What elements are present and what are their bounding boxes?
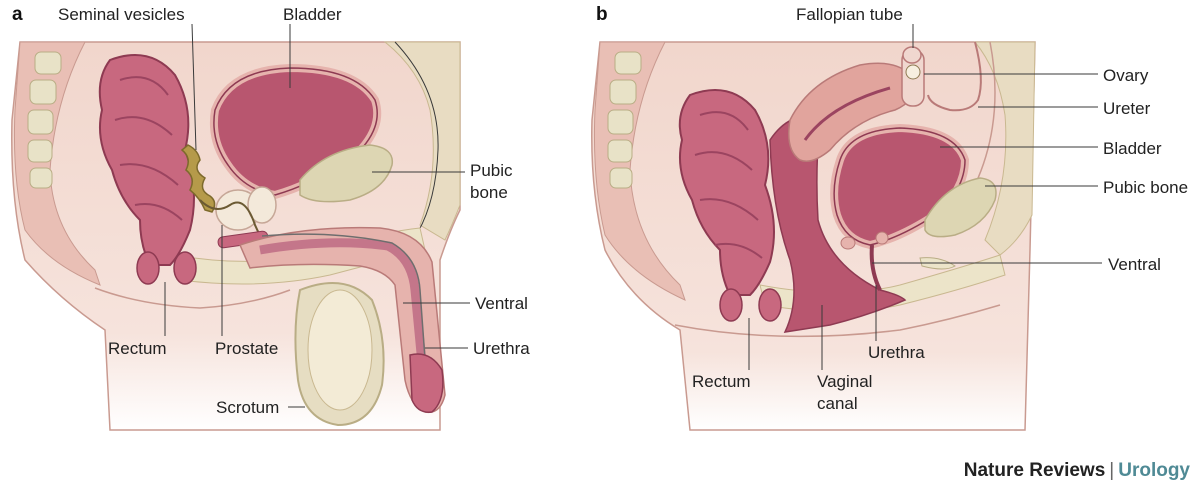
label-pubic-bone-a-line1: Pubic: [470, 161, 513, 180]
female-thigh-crease: [674, 304, 1001, 338]
ovary-follicle: [905, 64, 921, 80]
panel-a-letter: a: [12, 4, 23, 25]
thigh-crease: [94, 287, 291, 309]
label-rectum-b: Rectum: [692, 372, 751, 391]
label-pubic-bone-b: Pubic bone: [1103, 178, 1188, 197]
female-small-structure-2: [875, 231, 889, 245]
label-ventral-b: Ventral: [1108, 255, 1161, 274]
female-sphincter-left: [719, 288, 743, 322]
male-sphincter-left: [136, 251, 160, 285]
label-rectum-a: Rectum: [108, 339, 167, 358]
label-ureter: Ureter: [1103, 99, 1151, 118]
glans: [409, 353, 444, 413]
panel-b-letter: b: [596, 4, 608, 25]
uterus: [788, 62, 917, 162]
female-pubic-bone: [924, 177, 997, 238]
label-bladder-b: Bladder: [1103, 139, 1162, 158]
label-bladder-a: Bladder: [283, 5, 342, 24]
footer-journal: Urology: [1118, 460, 1190, 481]
label-prostate: Prostate: [215, 339, 278, 358]
label-urethra-a: Urethra: [473, 339, 530, 358]
label-ovary: Ovary: [1103, 66, 1149, 85]
male-urethra: [261, 233, 429, 401]
corpus-spongiosum: [259, 238, 430, 396]
label-ventral-a: Ventral: [475, 294, 528, 313]
abdominal-wall-line: [394, 41, 439, 233]
label-vaginal-canal-line2: canal: [817, 394, 858, 413]
footer-brand: Nature Reviews: [963, 460, 1106, 481]
label-pubic-bone-a-line2: bone: [470, 183, 508, 202]
male-sphincter-right: [173, 251, 197, 285]
uterine-cavity: [803, 86, 891, 141]
footer-separator: |: [1109, 460, 1115, 481]
label-vaginal-canal-line1: Vaginal: [817, 372, 872, 391]
panel-b-illustration: [591, 41, 1036, 431]
female-urethra: [869, 244, 882, 291]
label-fallopian-tube: Fallopian tube: [796, 5, 903, 24]
journal-footer: Nature Reviews|Urology: [964, 460, 1190, 482]
female-abdominal-wall: [973, 41, 1036, 256]
male-pubic-bone: [299, 144, 394, 203]
panel-a-labels: a Seminal vesicles Bladder Pubic bone Ve…: [12, 4, 530, 417]
rectum-folds: [114, 76, 183, 221]
seminal-vesicle: [180, 144, 216, 213]
female-rectum: [678, 89, 775, 296]
female-back-tissue: [593, 41, 686, 301]
male-abdominal-wall: [383, 41, 461, 241]
label-urethra-b: Urethra: [868, 343, 925, 362]
female-small-structure-1: [840, 236, 856, 250]
female-rectum-folds: [694, 111, 763, 259]
ureter-wall: [974, 41, 996, 186]
label-scrotum: Scrotum: [216, 398, 279, 417]
leader-seminal-vesicles: [191, 23, 197, 151]
panel-a-illustration: [11, 41, 461, 431]
male-spine: [27, 51, 62, 189]
prostate-lobe: [247, 186, 277, 224]
panel-b-labels: b Fallopian tube Ovary Ureter Bladder Pu…: [596, 4, 1188, 413]
female-sphincter-right: [758, 288, 782, 322]
ureter: [927, 41, 982, 112]
label-seminal-vesicles: Seminal vesicles: [58, 5, 185, 24]
female-spine: [607, 51, 642, 189]
testis: [307, 289, 373, 411]
fallopian-tube-end: [902, 46, 922, 64]
